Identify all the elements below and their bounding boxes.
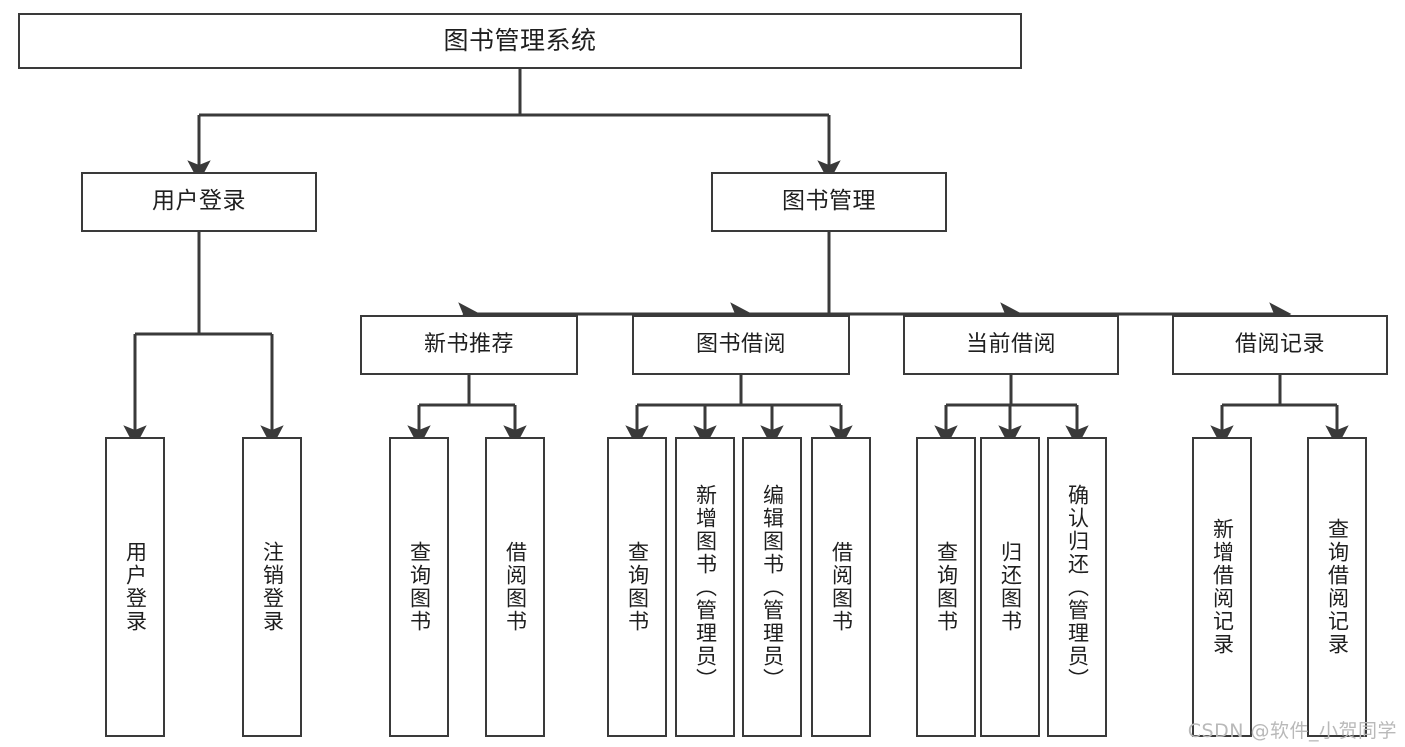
node-label: 查询图书 (934, 541, 959, 633)
node-borrow-record[interactable]: 借阅记录 (1172, 315, 1388, 375)
node-label: 查询图书 (625, 541, 650, 633)
node-label: 归还图书 (998, 541, 1023, 633)
node-label: 新增图书（管理员） (693, 483, 718, 691)
node-label: 确认归还（管理员） (1065, 483, 1090, 691)
leaf-return-book[interactable]: 归还图书 (980, 437, 1040, 737)
leaf-borrow-book-recommend[interactable]: 借阅图书 (485, 437, 545, 737)
leaf-add-book-admin[interactable]: 新增图书（管理员） (675, 437, 735, 737)
leaf-user-logout[interactable]: 注销登录 (242, 437, 302, 737)
node-label: 借阅图书 (829, 541, 854, 633)
leaf-user-login[interactable]: 用户登录 (105, 437, 165, 737)
node-current-borrow[interactable]: 当前借阅 (903, 315, 1119, 375)
watermark: CSDN @软件_小贺同学 (1187, 720, 1397, 742)
node-label: 图书借阅 (695, 332, 786, 358)
leaf-add-borrow-record[interactable]: 新增借阅记录 (1192, 437, 1252, 737)
leaf-query-borrow-record[interactable]: 查询借阅记录 (1307, 437, 1367, 737)
leaf-borrow-book[interactable]: 借阅图书 (811, 437, 871, 737)
node-label: 用户登录 (123, 541, 148, 633)
leaf-query-book-borrow[interactable]: 查询图书 (607, 437, 667, 737)
node-book-management[interactable]: 图书管理 (711, 172, 947, 232)
node-label: 查询图书 (407, 541, 432, 633)
node-label: 新书推荐 (423, 332, 514, 358)
node-label: 编辑图书（管理员） (760, 483, 785, 691)
node-label: 注销登录 (260, 541, 285, 633)
node-root[interactable]: 图书管理系统 (18, 13, 1022, 69)
node-label: 借阅图书 (503, 541, 528, 633)
node-new-book-recommend[interactable]: 新书推荐 (360, 315, 578, 375)
node-label: 借阅记录 (1234, 332, 1325, 358)
node-label: 当前借阅 (965, 332, 1056, 358)
leaf-query-book-current[interactable]: 查询图书 (916, 437, 976, 737)
leaf-confirm-return-admin[interactable]: 确认归还（管理员） (1047, 437, 1107, 737)
node-label: 查询借阅记录 (1325, 518, 1350, 656)
node-book-borrow[interactable]: 图书借阅 (632, 315, 850, 375)
leaf-edit-book-admin[interactable]: 编辑图书（管理员） (742, 437, 802, 737)
node-label: 图书管理系统 (443, 26, 597, 56)
node-label: 图书管理 (782, 188, 876, 215)
leaf-query-book-recommend[interactable]: 查询图书 (389, 437, 449, 737)
node-user-login[interactable]: 用户登录 (81, 172, 317, 232)
node-label: 用户登录 (152, 188, 246, 215)
node-label: 新增借阅记录 (1210, 518, 1235, 656)
